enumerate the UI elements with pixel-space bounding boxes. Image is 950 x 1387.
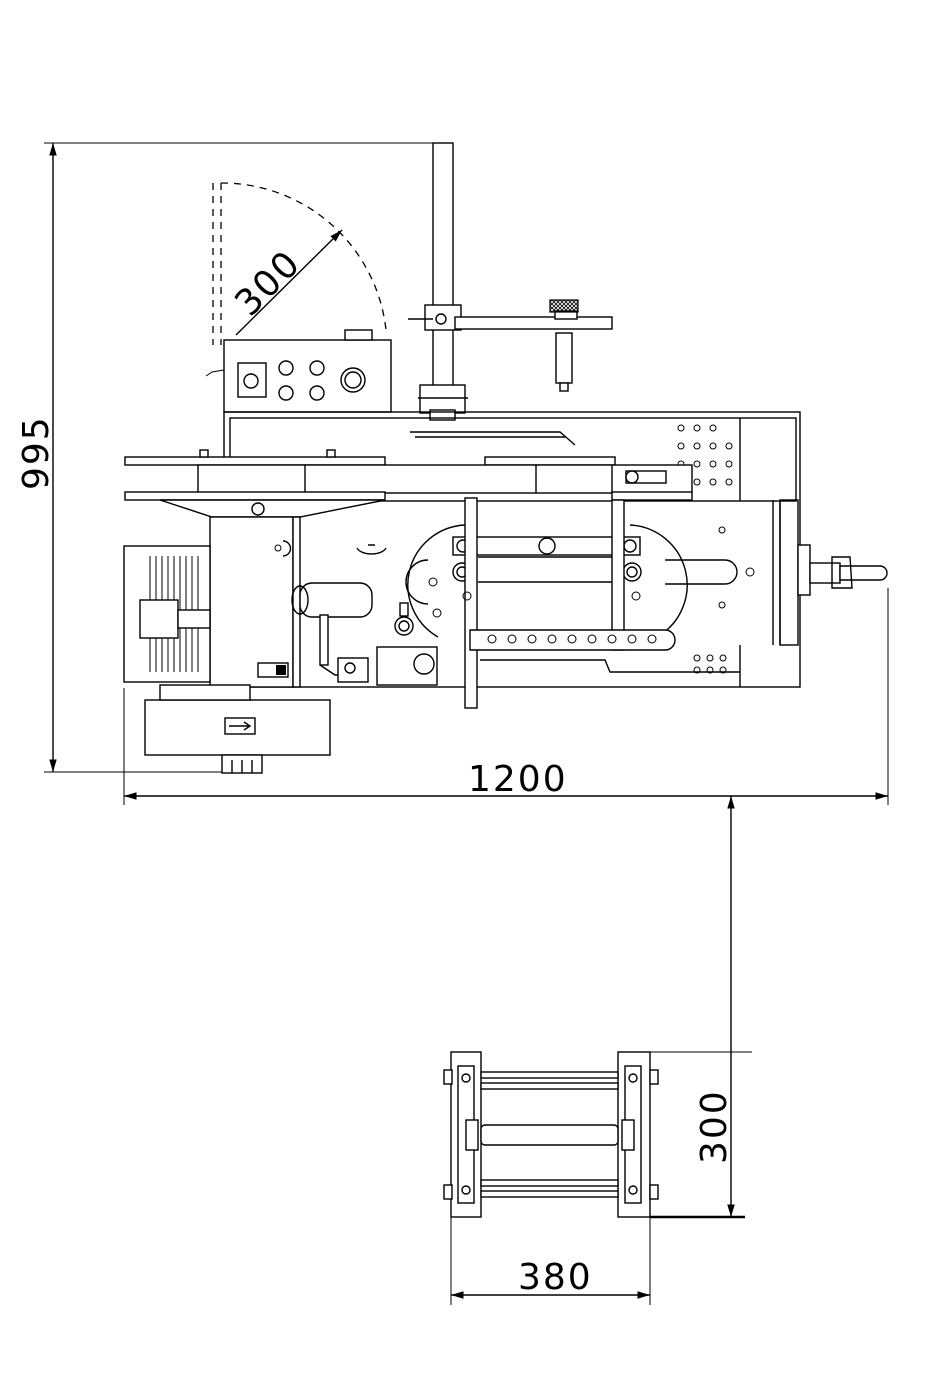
side-handle (798, 545, 887, 595)
control-box (206, 330, 391, 412)
detail-width-dimension-380: 380 (451, 1217, 650, 1305)
motor (124, 546, 210, 682)
arc-radius-label: 300 (227, 243, 309, 325)
detail-height-label: 300 (694, 1089, 735, 1164)
swing-arc-radius-300: 300 (213, 183, 386, 345)
perforated-arm (470, 630, 740, 672)
detail-height-dimension-300: 300 (650, 796, 752, 1217)
bending-head (406, 498, 754, 708)
vertical-column (418, 143, 468, 420)
hole-pattern-lower (694, 527, 726, 673)
detail-width-label: 380 (518, 1257, 593, 1298)
height-dimension-label: 995 (16, 415, 57, 490)
detail-view (444, 1052, 658, 1217)
work-table (125, 450, 692, 500)
width-dimension-label: 1200 (468, 759, 568, 800)
spindle-housing (210, 517, 300, 687)
base-block (145, 685, 330, 773)
hopper (160, 500, 385, 517)
